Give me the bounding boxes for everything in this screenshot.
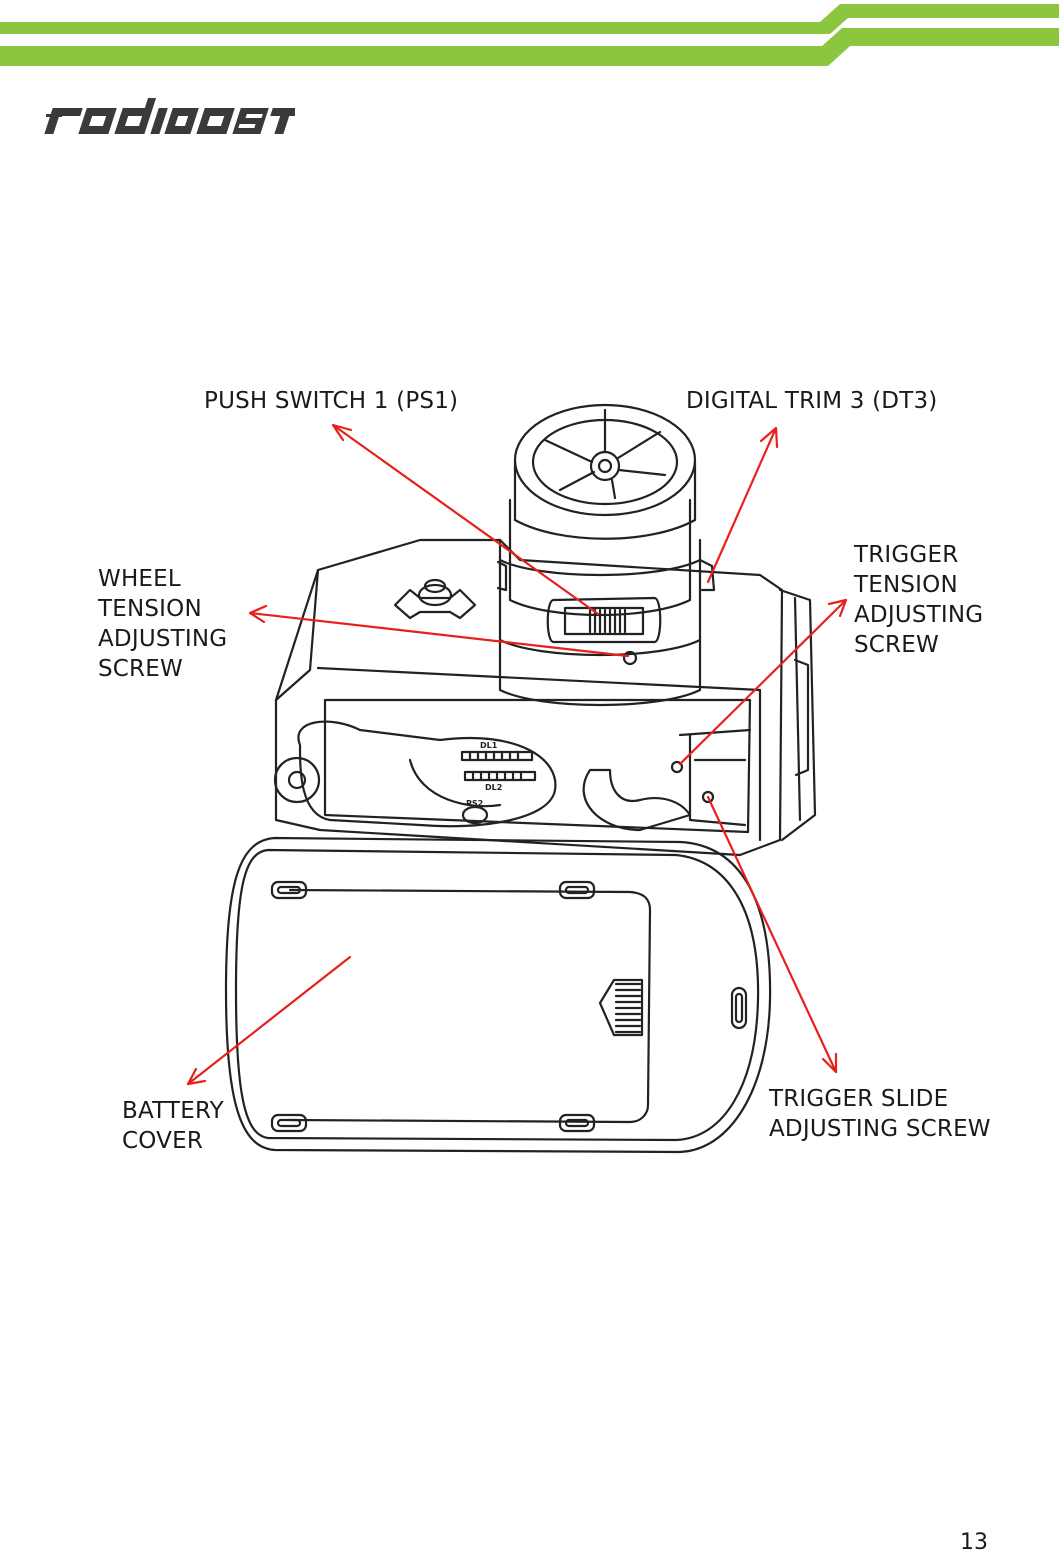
label-digital-trim: DIGITAL TRIM 3 (DT3) xyxy=(686,388,938,414)
label-battery-cover: BATTERY COVER xyxy=(122,1098,224,1154)
label-trigger-tension: TRIGGER TENSION ADJUSTING SCREW xyxy=(854,542,984,658)
digital-trim-dt3 xyxy=(698,558,716,592)
trigger-grip xyxy=(297,720,557,828)
selector-knob xyxy=(393,588,477,620)
body-top-surface xyxy=(274,538,784,857)
label-push-switch: PUSH SWITCH 1 (PS1) xyxy=(204,388,459,414)
radiopost-logo xyxy=(44,98,295,134)
body-side xyxy=(778,588,817,842)
label-wheel-tension: WHEEL TENSION ADJUSTING SCREW xyxy=(98,566,228,682)
arrow-wheel-tension xyxy=(248,604,630,658)
battery-cover xyxy=(224,836,772,1154)
control-compartment xyxy=(323,698,752,834)
page-number: 13 xyxy=(960,1530,988,1555)
arrow-digital-trim xyxy=(706,426,779,584)
arrow-trigger-slide xyxy=(706,795,838,1074)
ps2-marking: PS2 xyxy=(466,799,483,808)
trigger-hook xyxy=(582,768,692,832)
arrow-trigger-tension xyxy=(678,598,848,766)
label-trigger-slide: TRIGGER SLIDE ADJUSTING SCREW xyxy=(769,1086,991,1142)
arrow-push-switch xyxy=(331,423,600,616)
header-band xyxy=(0,4,1059,66)
arrow-battery-cover xyxy=(186,955,352,1086)
push-switch-ps1 xyxy=(546,596,662,644)
dl1-marking: DL1 xyxy=(480,741,498,750)
wheel-column xyxy=(498,538,702,707)
dl2-marking: DL2 xyxy=(485,783,502,792)
